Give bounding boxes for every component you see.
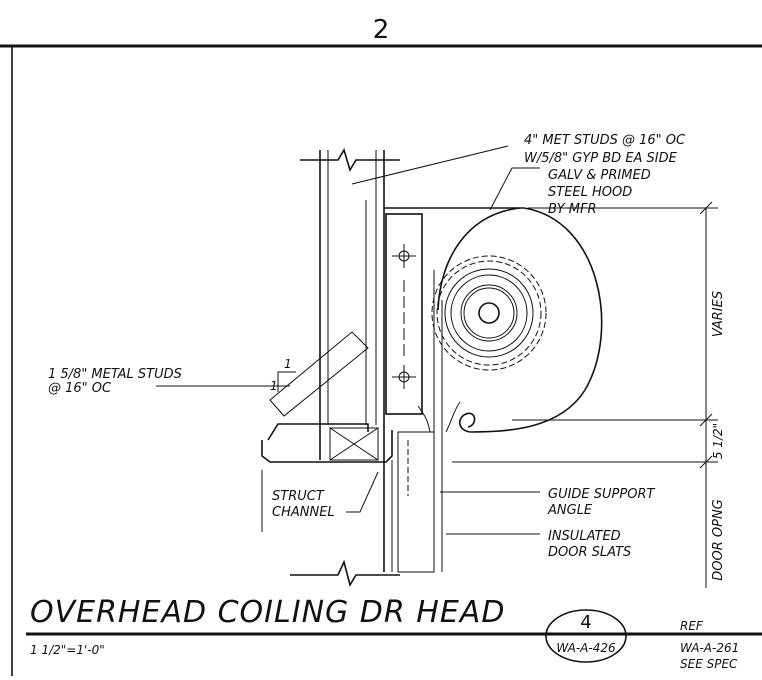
dim-door-opening: DOOR OPNG — [711, 499, 726, 581]
metal-stud-wall — [300, 148, 400, 460]
ref-note: SEE SPEC — [680, 657, 738, 671]
ref-label: REF — [680, 619, 704, 633]
guide-support-angle — [397, 431, 435, 573]
note-met-studs-2: W/5/8" GYP BD EA SIDE — [524, 151, 678, 166]
struct-channel — [261, 430, 393, 463]
note-metal-studs-2: @ 16" OC — [48, 381, 112, 396]
note-struct-1: STRUCT — [272, 489, 325, 504]
note-slats-2: DOOR SLATS — [548, 545, 631, 560]
note-guide-1: GUIDE SUPPORT — [548, 487, 655, 502]
slope-vertical: 1 — [270, 379, 278, 393]
note-hood-3: BY MFR — [548, 202, 597, 217]
note-met-studs-1: 4" MET STUDS @ 16" OC — [524, 133, 686, 148]
detail-scale: 1 1/2"=1'-0" — [30, 643, 105, 657]
slope-horizontal: 1 — [284, 357, 292, 371]
note-guide-2: ANGLE — [547, 503, 593, 518]
detail-callout-bubble — [545, 609, 627, 663]
note-slats-1: INSULATED — [548, 529, 621, 544]
ref-sheet: WA-A-261 — [680, 641, 739, 655]
door-slats — [417, 270, 461, 572]
anchor-bolt-2 — [392, 365, 416, 389]
dim-varies: VARIES — [711, 291, 726, 337]
detail-callout-number: 4 — [580, 612, 591, 633]
leader-met-studs — [351, 145, 509, 185]
anchor-bolt-1 — [392, 244, 416, 268]
sloped-framing — [267, 331, 379, 461]
grid-column-number: 2 — [373, 15, 390, 45]
steel-hood — [459, 207, 603, 433]
detail-title: OVERHEAD COILING DR HEAD — [30, 595, 505, 630]
door-coil — [431, 255, 547, 371]
note-hood-1: GALV & PRIMED — [548, 168, 651, 183]
dimension-string — [452, 201, 718, 588]
detail-callout-sheet: WA-A-426 — [556, 641, 616, 655]
note-hood-2: STEEL HOOD — [548, 185, 632, 200]
dim-gap: 5 1/2" — [711, 423, 725, 459]
leader-struct — [346, 471, 379, 513]
note-metal-studs-1: 1 5/8" METAL STUDS — [48, 367, 182, 382]
note-struct-2: CHANNEL — [272, 505, 335, 520]
guide-bracket-plate — [385, 213, 423, 415]
leader-hood — [489, 167, 540, 211]
